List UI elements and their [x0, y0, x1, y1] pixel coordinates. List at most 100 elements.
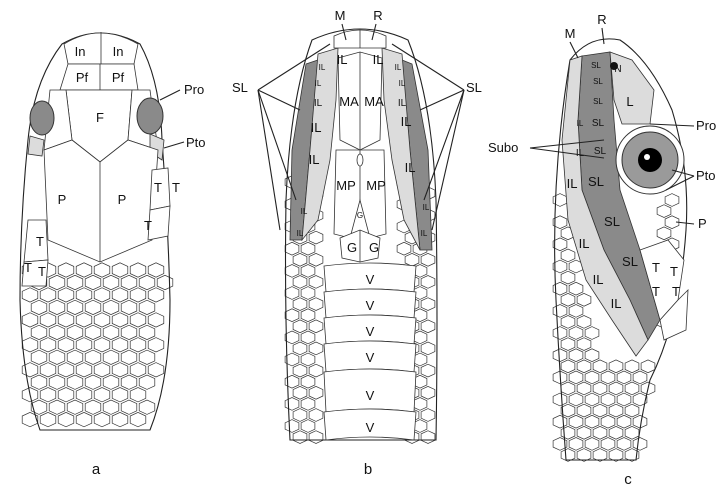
body-scale — [421, 386, 435, 399]
panel-b-label-g-right: G — [369, 240, 379, 255]
body-scale — [657, 205, 671, 218]
panel-c-callout-pto: Pto — [696, 168, 716, 183]
body-scale — [561, 382, 575, 395]
body-scale — [40, 412, 56, 426]
body-scale — [148, 338, 164, 352]
panel-c-label-sl-1: SL — [591, 61, 601, 70]
body-scale — [103, 300, 119, 314]
body-scale — [130, 263, 146, 277]
panel-c-label-sl-6: SL — [588, 174, 604, 189]
panel-b-label-v-4: V — [366, 350, 375, 365]
panel-a-caption: a — [92, 461, 101, 478]
panel-b-callout-sl-right: SL — [466, 80, 482, 95]
body-scale — [293, 364, 307, 377]
body-scale — [67, 375, 83, 389]
body-scale — [285, 287, 299, 300]
body-scale — [301, 287, 315, 300]
body-scale — [561, 360, 575, 373]
panel-c: M R SL N SL SL L SL SL SL SL SL IL IL IL… — [488, 12, 716, 488]
body-scale — [309, 276, 323, 289]
body-scale — [85, 375, 101, 389]
panel-c-pupil — [638, 148, 662, 172]
panel-a-label-f: F — [96, 110, 104, 125]
body-scale — [121, 350, 137, 364]
body-scale — [148, 313, 164, 327]
body-scale — [577, 426, 591, 439]
body-scale — [577, 293, 591, 306]
body-scale — [49, 350, 65, 364]
body-scale — [58, 263, 74, 277]
body-scale — [585, 415, 599, 428]
panel-c-label-il-4: IL — [579, 236, 590, 251]
body-scale — [593, 360, 607, 373]
body-scale — [569, 371, 583, 384]
body-scale — [293, 431, 307, 444]
body-scale — [58, 412, 74, 426]
panel-c-label-il-3: IL — [567, 176, 578, 191]
panel-c-caption: c — [624, 471, 632, 488]
body-scale — [67, 300, 83, 314]
panel-c-label-t-1: T — [652, 260, 660, 275]
body-scale — [121, 300, 137, 314]
body-scale — [130, 388, 146, 402]
body-scale — [85, 400, 101, 414]
body-scale — [585, 371, 599, 384]
body-scale — [585, 438, 599, 451]
body-scale — [561, 293, 575, 306]
body-scale — [112, 388, 128, 402]
panel-b-label-mp-right: MP — [366, 178, 386, 193]
body-scale — [301, 242, 315, 255]
body-scale — [633, 371, 647, 384]
body-scale — [22, 288, 38, 302]
body-scale — [553, 393, 567, 406]
body-scale — [309, 298, 323, 311]
panel-b-label-il-7: IL — [314, 98, 323, 109]
body-scale — [421, 253, 435, 266]
body-scale — [301, 375, 315, 388]
body-scale — [577, 338, 591, 351]
body-scale — [76, 288, 92, 302]
panel-b-label-il-9: IL — [311, 120, 322, 135]
body-scale — [593, 426, 607, 439]
body-scale — [301, 353, 315, 366]
body-scale — [103, 375, 119, 389]
body-scale — [553, 415, 567, 428]
body-scale — [593, 382, 607, 395]
body-scale — [665, 194, 679, 207]
panel-b-label-il-4: IL — [395, 63, 402, 72]
body-scale — [641, 360, 655, 373]
body-scale — [293, 342, 307, 355]
panel-c-label-il-6: IL — [611, 296, 622, 311]
body-scale — [139, 375, 155, 389]
panel-a-label-pf-left: Pf — [76, 70, 89, 85]
panel-b-caption: b — [364, 461, 372, 478]
panel-b-label-il-12: IL — [405, 160, 416, 175]
panel-b-label-il-1: IL — [337, 52, 348, 67]
body-scale — [40, 363, 56, 377]
body-scale — [49, 375, 65, 389]
body-scale — [103, 350, 119, 364]
panel-c-label-sl-7: SL — [604, 214, 620, 229]
panel-b-label-il-6: IL — [399, 79, 406, 88]
body-scale — [625, 360, 639, 373]
body-scale — [577, 382, 591, 395]
body-scale — [293, 276, 307, 289]
panel-b-label-il-8: IL — [398, 98, 407, 109]
panel-b-label-il-16: IL — [421, 229, 428, 238]
panel-c-label-m: M — [565, 26, 576, 41]
body-scale — [40, 338, 56, 352]
body-scale — [112, 263, 128, 277]
body-scale — [148, 288, 164, 302]
body-scale — [112, 363, 128, 377]
panel-b-label-r: R — [373, 8, 382, 23]
body-scale — [148, 263, 164, 277]
body-scale — [49, 400, 65, 414]
panel-b-label-il-10: IL — [401, 114, 412, 129]
body-scale — [625, 426, 639, 439]
panel-b-label-il-11: IL — [309, 152, 320, 167]
panel-b-label-ma-left: MA — [339, 94, 359, 109]
body-scale — [31, 350, 47, 364]
body-scale — [309, 253, 323, 266]
body-scale — [309, 409, 323, 422]
body-scale — [139, 350, 155, 364]
